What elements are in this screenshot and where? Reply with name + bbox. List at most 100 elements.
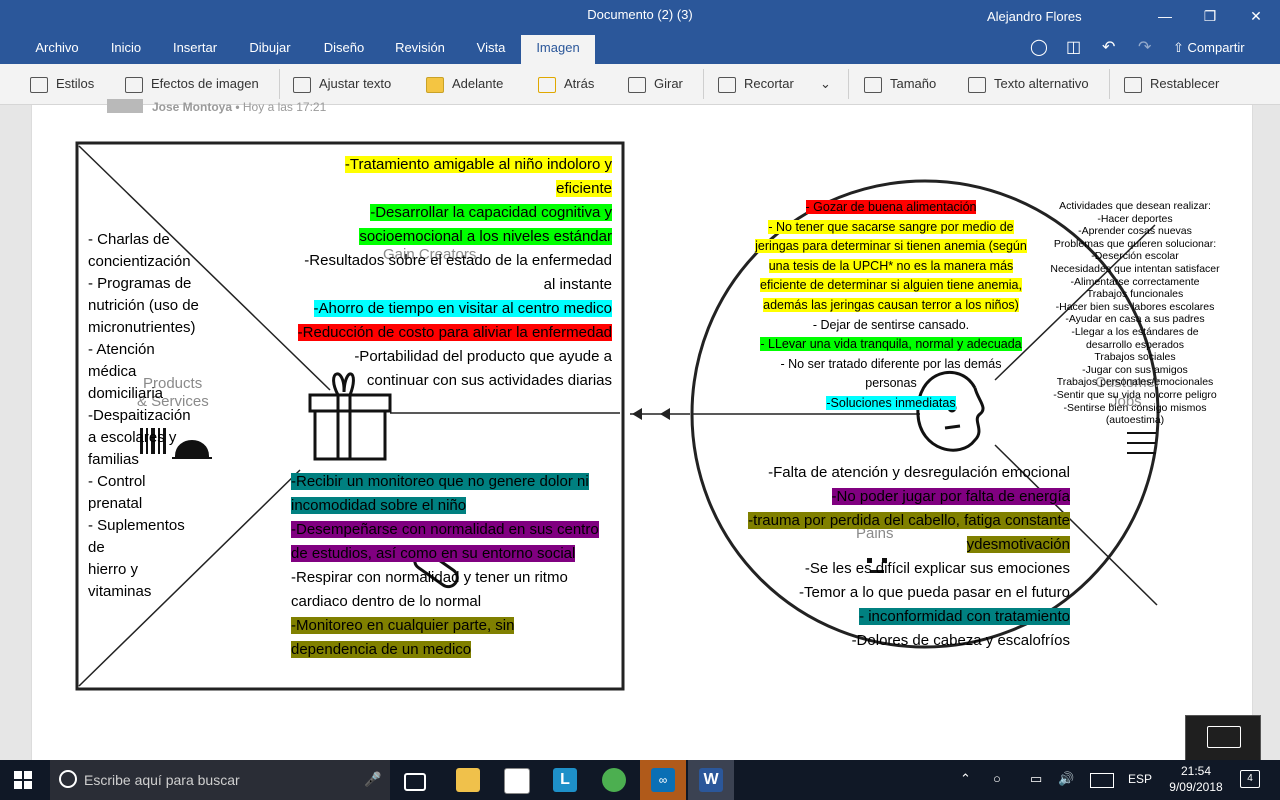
pain-reliever-line: de estudios, así como en su entorno soci… bbox=[291, 545, 576, 562]
gain-creator-line: -Desarrollar la capacidad cognitiva y bbox=[370, 204, 612, 221]
pains-label: Pains bbox=[856, 525, 894, 542]
gains-list: - Gozar de buena alimentación- No tener … bbox=[736, 198, 1046, 414]
restablecer-button[interactable]: Restablecer bbox=[1124, 64, 1219, 104]
reset-picture-icon bbox=[1124, 76, 1142, 93]
girar-button[interactable]: Girar bbox=[628, 64, 683, 104]
share-label: Compartir bbox=[1187, 40, 1245, 55]
user-name[interactable]: Alejandro Flores bbox=[987, 9, 1082, 24]
atras-label: Atrás bbox=[564, 76, 595, 91]
customer-job-line: -Jugar con sus amigos bbox=[1082, 363, 1188, 376]
comment-author: Jose Montoya • Hoy a las 17:21 bbox=[152, 100, 327, 114]
chrome-icon[interactable] bbox=[602, 768, 626, 792]
estilos-button[interactable]: Estilos bbox=[30, 64, 94, 104]
document-canvas[interactable]: Jose Montoya • Hoy a las 17:21 bbox=[0, 99, 1280, 760]
clock[interactable]: 21:54 9/09/2018 bbox=[1160, 763, 1232, 795]
reading-mode-icon[interactable]: ◫ bbox=[1066, 39, 1082, 56]
ajustar-label: Ajustar texto bbox=[319, 76, 392, 91]
customer-job-line: -Ayudar en casa a sus padres bbox=[1065, 313, 1205, 326]
minimize-icon[interactable]: — bbox=[1158, 8, 1172, 24]
task-view-icon[interactable] bbox=[404, 773, 426, 791]
texto-alt-label: Texto alternativo bbox=[994, 76, 1089, 91]
gain-line: - No tener que sacarse sangre por medio … bbox=[768, 219, 1014, 234]
tab-imagen[interactable]: Imagen bbox=[521, 35, 595, 64]
wifi-icon[interactable]: ○ bbox=[993, 771, 1001, 786]
keyboard-icon[interactable] bbox=[1090, 773, 1114, 788]
pains-list: -Falta de atención y desregulación emoci… bbox=[690, 461, 1070, 653]
app-l-icon[interactable]: L bbox=[553, 768, 577, 792]
share-button[interactable]: ⇧ Compartir bbox=[1173, 40, 1245, 55]
search-placeholder: Escribe aquí para buscar bbox=[84, 772, 240, 788]
taskbar-word-app[interactable]: W bbox=[688, 760, 734, 800]
touch-keyboard-popup[interactable] bbox=[1185, 715, 1261, 765]
send-backward-icon bbox=[538, 76, 556, 93]
comment-time: Hoy a las 17:21 bbox=[242, 100, 327, 114]
author-name: Jose Montoya bbox=[152, 100, 233, 114]
tab-archivo[interactable]: Archivo bbox=[35, 40, 79, 55]
products-label: Products bbox=[143, 375, 203, 392]
tab-revision[interactable]: Revisión bbox=[395, 40, 445, 55]
redo-icon[interactable]: ↷ bbox=[1138, 39, 1152, 56]
gain-creator-line: -Tratamiento amigable al niño indoloro y bbox=[344, 156, 612, 173]
customer-job-line: Necesidades que intentan satisfacer bbox=[1050, 262, 1220, 275]
efectos-label: Efectos de imagen bbox=[151, 76, 259, 91]
gain-line: - No ser tratado diferente por las demás bbox=[780, 356, 1002, 371]
store-icon[interactable] bbox=[504, 768, 530, 794]
girar-label: Girar bbox=[654, 76, 683, 91]
products-line: vitaminas bbox=[88, 583, 152, 600]
taskbar-search[interactable]: Escribe aquí para buscar 🎤 bbox=[50, 760, 390, 800]
pain-reliever-line: dependencia de un medico bbox=[291, 641, 472, 658]
services-label: & Services bbox=[137, 393, 209, 410]
file-explorer-icon[interactable] bbox=[456, 768, 480, 792]
crop-icon bbox=[718, 76, 736, 93]
checklist-icon bbox=[1127, 432, 1156, 454]
tab-dibujar[interactable]: Dibujar bbox=[249, 40, 291, 55]
pain-line: -trauma por perdida del cabello, fatiga … bbox=[748, 512, 1070, 529]
products-line: familias bbox=[88, 451, 139, 468]
pain-reliever-line: -Desempeñarse con normalidad en sus cent… bbox=[291, 521, 599, 538]
products-line: médica bbox=[88, 363, 137, 380]
tab-insertar[interactable]: Insertar bbox=[172, 40, 218, 55]
ajustar-texto-button[interactable]: Ajustar texto bbox=[293, 64, 391, 104]
products-line: -Despaitización bbox=[88, 407, 191, 424]
undo-icon[interactable]: ↶ bbox=[1102, 39, 1116, 56]
ribbon-toolbar: Estilos Efectos de imagen Ajustar texto … bbox=[0, 64, 1280, 105]
gain-creator-line: -Reducción de costo para aliviar la enfe… bbox=[297, 324, 612, 341]
taskbar-active-app[interactable]: ∞ bbox=[640, 760, 686, 800]
tab-diseno[interactable]: Diseño bbox=[323, 40, 365, 55]
pain-line: -Dolores de cabeza y escalofríos bbox=[851, 632, 1070, 649]
restore-icon[interactable]: ❐ bbox=[1203, 8, 1217, 24]
recortar-dropdown[interactable]: ⌄ bbox=[820, 64, 831, 104]
gain-line: -Soluciones inmediatas bbox=[826, 395, 956, 410]
tab-vista[interactable]: Vista bbox=[476, 40, 506, 55]
rotate-icon bbox=[628, 76, 646, 93]
divider bbox=[1109, 69, 1110, 99]
recortar-button[interactable]: Recortar bbox=[718, 64, 794, 104]
tab-inicio[interactable]: Inicio bbox=[110, 40, 142, 55]
microphone-icon[interactable]: 🎤 bbox=[364, 771, 382, 787]
gain-line: además las jeringas causan terror a los … bbox=[763, 297, 1019, 312]
customer-label: Customer bbox=[1095, 374, 1161, 391]
lightbulb-icon[interactable]: ◯ bbox=[1030, 39, 1048, 56]
products-line: domiciliaria bbox=[88, 385, 164, 402]
clock-date: 9/09/2018 bbox=[1169, 780, 1223, 794]
customer-jobs-list: Actividades que desean realizar:-Hacer d… bbox=[1040, 200, 1230, 427]
battery-icon[interactable]: ▭ bbox=[1030, 771, 1043, 786]
adelante-button[interactable]: Adelante bbox=[426, 64, 503, 104]
windows-start-icon[interactable] bbox=[14, 771, 32, 789]
pain-line: - inconformidad con tratamiento bbox=[859, 608, 1070, 625]
customer-job-line: -Hacer deportes bbox=[1097, 212, 1173, 225]
efectos-button[interactable]: Efectos de imagen bbox=[125, 64, 259, 104]
pain-relievers-list: -Recibir un monitoreo que no genere dolo… bbox=[291, 470, 631, 662]
atras-button[interactable]: Atrás bbox=[538, 64, 594, 104]
value-proposition-image[interactable] bbox=[0, 105, 1280, 760]
taskbar: Escribe aquí para buscar 🎤 L ∞ W ⌃ ○ ▭ 🔊… bbox=[0, 760, 1280, 800]
notifications-icon[interactable]: 4 bbox=[1240, 770, 1260, 788]
tamano-button[interactable]: Tamaño bbox=[864, 64, 936, 104]
texto-alternativo-button[interactable]: Texto alternativo bbox=[968, 64, 1089, 104]
volume-icon[interactable]: 🔊 bbox=[1058, 771, 1075, 786]
pain-reliever-line: -Recibir un monitoreo que no genere dolo… bbox=[291, 473, 589, 490]
close-icon[interactable]: ✕ bbox=[1250, 8, 1262, 24]
language-indicator[interactable]: ESP bbox=[1128, 772, 1153, 786]
picture-effects-icon bbox=[125, 76, 143, 93]
chevron-up-icon[interactable]: ⌃ bbox=[960, 771, 971, 786]
